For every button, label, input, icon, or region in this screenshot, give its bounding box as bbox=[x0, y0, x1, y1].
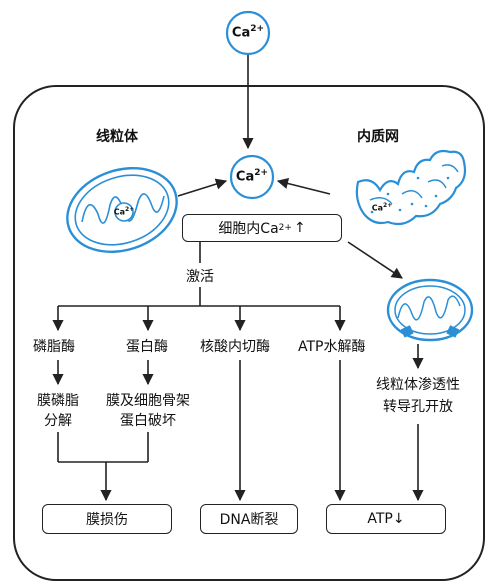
enzyme-endonuclease: 核酸内切酶 bbox=[200, 339, 270, 355]
mitochondrion-icon bbox=[66, 167, 178, 253]
er-label: 内质网 bbox=[357, 129, 399, 145]
outcome-membrane-damage: 膜损伤 bbox=[42, 504, 172, 534]
effect-phospholipid-line1: 膜磷脂 bbox=[37, 393, 79, 409]
enzyme-phospholipase: 磷脂酶 bbox=[33, 339, 75, 355]
enzyme-protease: 蛋白酶 bbox=[126, 339, 168, 355]
activation-label: 激活 bbox=[186, 269, 214, 285]
mitochondria-label: 线粒体 bbox=[96, 129, 138, 145]
effect-protein-line1: 膜及细胞骨架 bbox=[106, 393, 190, 409]
ca-center-circle bbox=[229, 154, 275, 200]
er-to-ca-arrow bbox=[276, 178, 331, 195]
effect-phospholipid-line2: 分解 bbox=[44, 413, 72, 429]
effect-protein-line2: 蛋白破坏 bbox=[120, 413, 176, 429]
box-to-mito2-arrow bbox=[347, 241, 403, 279]
mito-to-ca-arrow bbox=[177, 178, 228, 197]
ca-outside-circle bbox=[225, 10, 271, 56]
ca-center-label: Ca2+ bbox=[235, 168, 269, 185]
ca-outside-label: Ca2+ bbox=[231, 24, 265, 41]
effect-mptp-line1: 线粒体渗透性 bbox=[376, 377, 460, 393]
ca-mito-label: Ca2+ bbox=[113, 206, 135, 217]
cell-membrane bbox=[13, 85, 485, 581]
enzyme-atpase: ATP水解酶 bbox=[298, 339, 366, 355]
effect-mptp-line2: 转导孔开放 bbox=[383, 399, 453, 415]
er-icon bbox=[355, 149, 467, 226]
mitochondrion-mptp-icon bbox=[386, 278, 474, 342]
outcome-dna-fragmentation: DNA断裂 bbox=[200, 504, 298, 534]
outcome-atp-decrease: ATP↓ bbox=[326, 504, 446, 534]
ca-er-label: Ca2+ bbox=[371, 202, 393, 213]
